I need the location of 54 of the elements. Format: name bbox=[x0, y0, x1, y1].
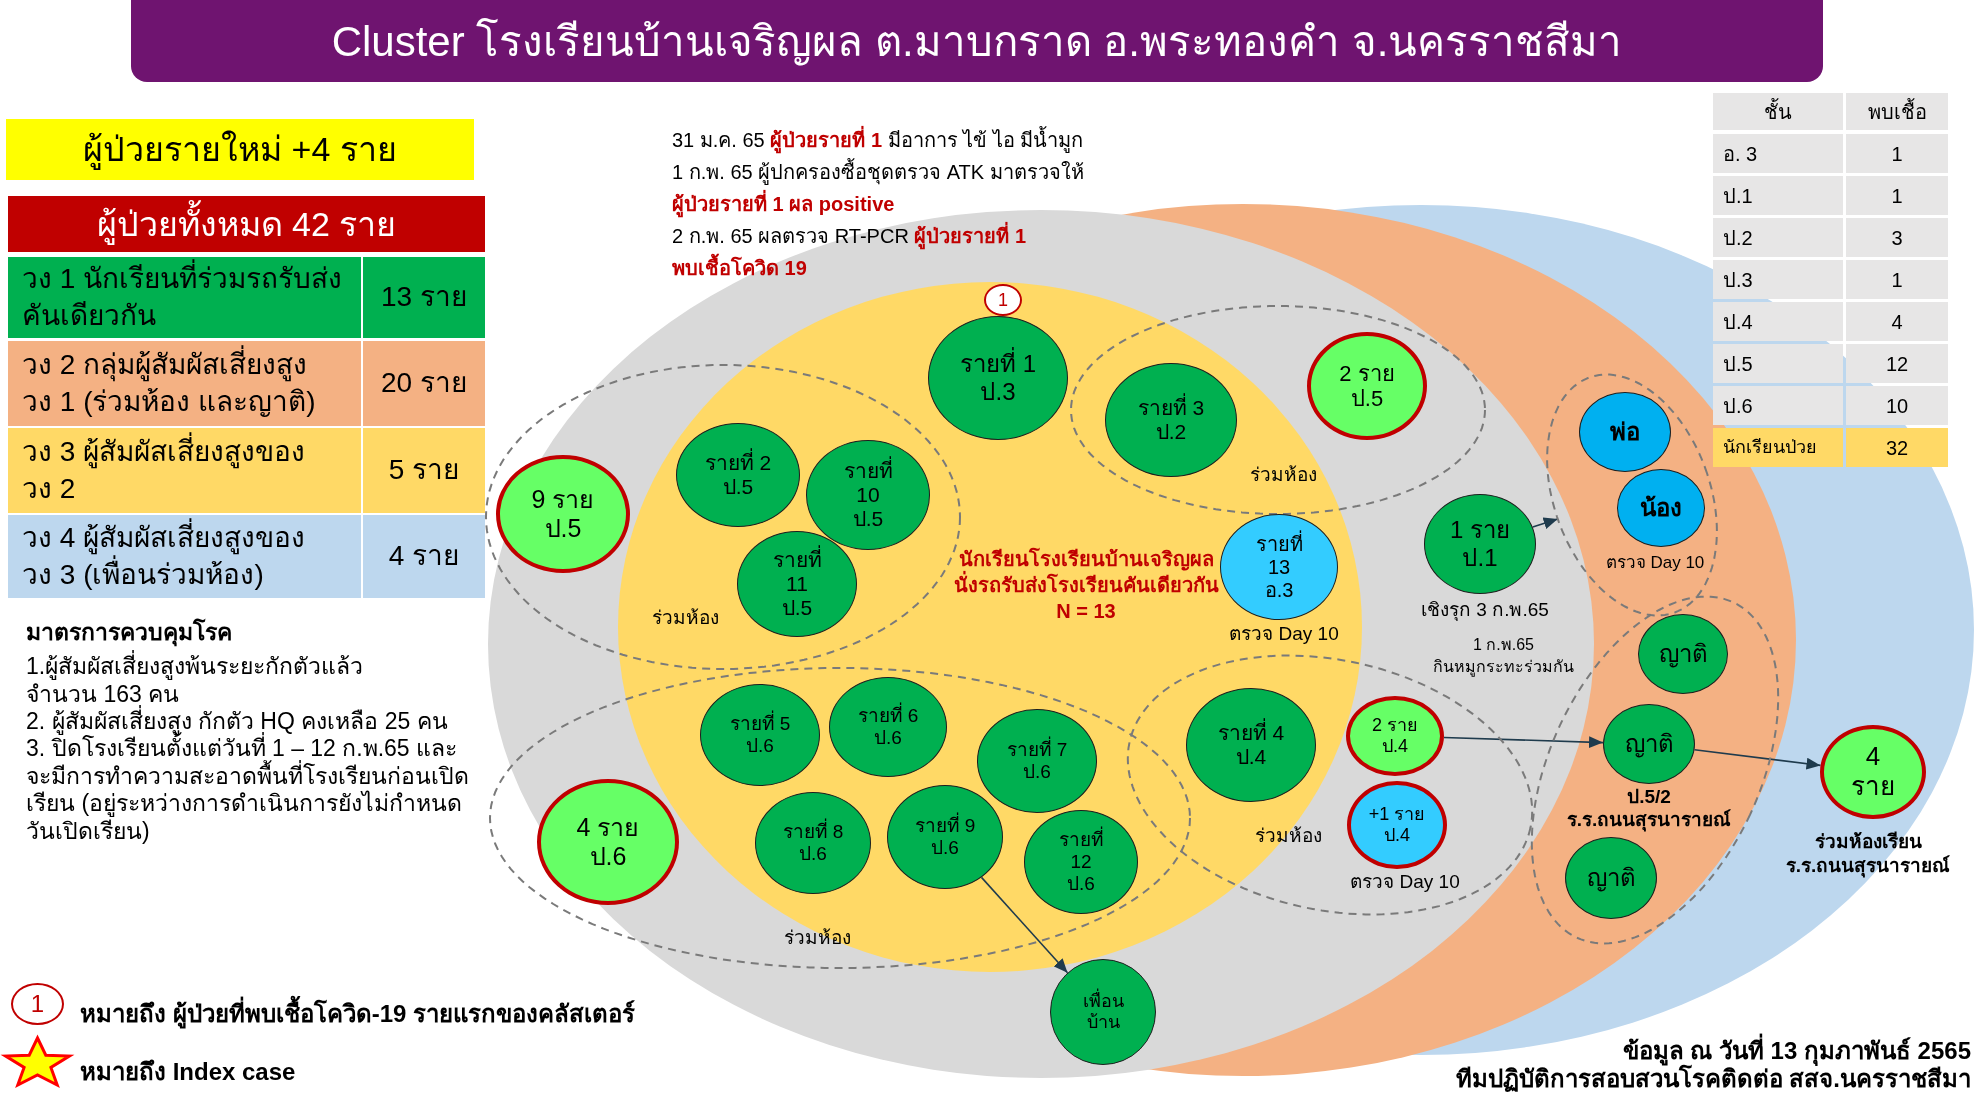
arrow bbox=[1443, 736, 1604, 749]
table-header: พบเชื้อ bbox=[1846, 93, 1948, 130]
group-label: ร่วมห้อง bbox=[1249, 462, 1317, 487]
table-cell: ป.3 bbox=[1713, 260, 1843, 299]
group-label: ตรวจ Day 10 bbox=[1605, 552, 1705, 574]
headline-banner: ผู้ป่วยรายใหม่ +4 ราย bbox=[6, 119, 474, 180]
circle-caption: ร.ร.ถนนสุรนารายณ์ bbox=[1566, 808, 1732, 832]
circle-caption: ป.5/2 bbox=[1627, 785, 1671, 809]
table-header: ผู้ป่วยทั้งหมด 42 ราย bbox=[8, 196, 485, 252]
group-label: ร่วมห้อง bbox=[1254, 823, 1322, 848]
table-cell: ป.6 bbox=[1713, 386, 1843, 425]
table-cell: ป.2 bbox=[1713, 218, 1843, 257]
edge-label: 1 ก.พ.65 กินหมูกระทะร่วมกัน bbox=[1432, 635, 1575, 679]
circle-caption: ตรวจ Day 10 bbox=[1350, 870, 1460, 894]
table-cell: 12 bbox=[1846, 344, 1948, 383]
note-text: 31 ม.ค. 65 ผู้ป่วยรายที่ 1 มีอาการ ไข้ ไอ มีน้ำมูก bbox=[672, 124, 1086, 156]
table-cell: 1 bbox=[1846, 260, 1948, 299]
arrow bbox=[1531, 517, 1559, 529]
circle-caption: ตรวจ Day 10 bbox=[1229, 622, 1339, 646]
table-cell: 5 ราย bbox=[363, 428, 485, 513]
circle-caption: ร.ร.ถนนสุรนารายณ์ bbox=[1785, 854, 1951, 878]
table-cell: วง 2 กลุ่มผู้สัมผัสเสี่ยงสูง วง 1 (ร่วมห้อง และญาติ) bbox=[8, 341, 361, 426]
note-text: 1 ก.พ. 65 ผู้ปกครองซื้อชุดตรวจ ATK มาตรวจให้ ผู้ป่วยรายที่ 1 ผล positive bbox=[672, 156, 1086, 220]
table-cell: 4 bbox=[1846, 302, 1948, 341]
table-cell: 1 bbox=[1846, 134, 1948, 173]
table-cell: ป.5 bbox=[1713, 344, 1843, 383]
arrow bbox=[1693, 748, 1822, 770]
table-cell: อ. 3 bbox=[1713, 134, 1843, 173]
circle-caption: ร่วมห้องเรียน bbox=[1814, 830, 1922, 854]
note-text: 2 ก.พ. 65 ผลตรวจ RT-PCR ผู้ป่วยรายที่ 1 พบเชื้อโควิด 19 bbox=[672, 220, 1029, 284]
legend-text: หมายถึง Index case bbox=[80, 1056, 296, 1087]
table-cell: ป.4 bbox=[1713, 302, 1843, 341]
table-cell: วง 1 นักเรียนที่ร่วมรถรับส่งคันเดียวกัน bbox=[8, 257, 361, 338]
title-bar: Cluster โรงเรียนบ้านเจริญผล ต.มาบกราด อ.พระทองคำ จ.นครราชสีมา bbox=[131, 0, 1823, 82]
ring-caption: นักเรียนโรงเรียนบ้านเจริญผล นั่งรถรับส่งโรงเรียนคันเดียวกัน N = 13 bbox=[952, 546, 1220, 624]
table-cell: ป.1 bbox=[1713, 176, 1843, 215]
legend-text: หมายถึง ผู้ป่วยที่พบเชื้อโควิด-19 รายแรกของคลัสเตอร์ bbox=[80, 997, 636, 1029]
table-cell: 1 bbox=[1846, 176, 1948, 215]
table-cell: 20 ราย bbox=[363, 341, 485, 426]
table-cell: 32 bbox=[1846, 428, 1948, 467]
table-cell: วง 4 ผู้สัมผัสเสี่ยงสูงของ วง 3 (เพื่อนร่วมห้อง) bbox=[8, 515, 361, 598]
arrow bbox=[980, 876, 1069, 974]
table-cell: วง 3 ผู้สัมผัสเสี่ยงสูงของ วง 2 bbox=[8, 428, 361, 513]
section-heading: มาตรการควบคุมโรค bbox=[26, 618, 233, 646]
circle-caption: เชิงรุก 3 ก.พ.65 bbox=[1421, 598, 1549, 622]
group-label: ร่วมห้อง bbox=[783, 925, 851, 950]
table-cell: 10 bbox=[1846, 386, 1948, 425]
table-cell: 3 bbox=[1846, 218, 1948, 257]
number-badge: 1 bbox=[11, 983, 64, 1025]
table-cell: 13 ราย bbox=[363, 257, 485, 338]
table-header: ชั้น bbox=[1713, 93, 1843, 130]
table-cell: 4 ราย bbox=[363, 515, 485, 598]
table-cell: นักเรียนป่วย bbox=[1713, 428, 1843, 467]
group-label: ร่วมห้อง bbox=[651, 605, 719, 630]
